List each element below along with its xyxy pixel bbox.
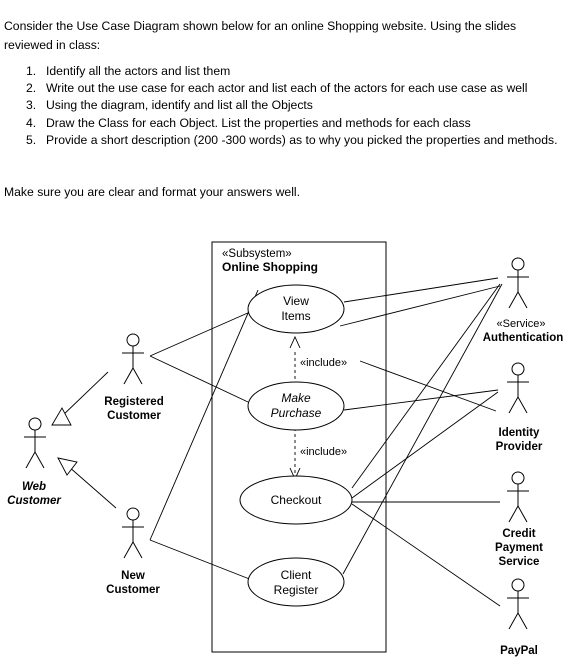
actor-stereotype: «Service»: [497, 318, 546, 330]
actor-authentication: [507, 257, 529, 309]
use-case-client-register: Client Register: [247, 557, 345, 607]
task-item: 3.Using the diagram, identify and list a…: [26, 98, 313, 113]
intro-paragraph: Consider the Use Case Diagram shown belo…: [4, 19, 517, 52]
actor-label: PayPal: [500, 645, 538, 657]
use-case-view-items: View Items: [247, 284, 345, 334]
svg-text:Register: Register: [274, 583, 319, 597]
actor-label: Registered: [104, 396, 163, 408]
task-item: 5.Provide a short description (200 -300 …: [26, 132, 558, 147]
task-list: 1.Identify all the actors and list them …: [26, 63, 557, 149]
task-item: 1.Identify all the actors and list them: [26, 64, 231, 78]
svg-text:View: View: [283, 294, 309, 308]
actor-label: Provider: [496, 441, 543, 453]
actor-label: New: [121, 570, 145, 582]
actor-new-customer: [122, 507, 144, 559]
actor-paypal: [507, 578, 529, 630]
svg-text:Items: Items: [281, 309, 310, 323]
actor-label: Customer: [107, 410, 161, 422]
svg-text:Checkout: Checkout: [271, 493, 322, 507]
task-item: 4.Draw the Class for each Object. List t…: [26, 115, 471, 130]
subsystem-boundary: [211, 241, 387, 653]
format-note: Make sure you are clear and format your …: [4, 185, 301, 199]
actor-label: Credit: [502, 528, 535, 540]
actor-label: Authentication: [483, 332, 564, 344]
svg-text:Client: Client: [281, 568, 312, 582]
include-label: «include»: [300, 446, 347, 458]
use-case-checkout: Checkout: [239, 475, 353, 525]
actor-label: Service: [499, 556, 540, 568]
actor-identity-provider: [507, 362, 529, 414]
include-label: «include»: [300, 357, 347, 369]
use-case-make-purchase: Make Purchase: [247, 381, 345, 431]
svg-text:Purchase: Purchase: [271, 406, 322, 420]
actor-label: Identity: [499, 427, 540, 439]
subsystem-stereotype: «Subsystem»: [222, 248, 292, 260]
actor-label: Customer: [7, 495, 61, 507]
actor-web-customer: [24, 417, 46, 469]
association-lines: [149, 277, 503, 607]
task-item: 2.Write out the use case for each actor …: [26, 81, 528, 96]
svg-text:Make: Make: [281, 391, 311, 405]
subsystem-name: Online Shopping: [222, 260, 318, 274]
generalization-arrows: [51, 371, 117, 509]
actor-label: Customer: [106, 584, 160, 596]
actor-credit-payment-service: [507, 471, 529, 523]
actor-label: Payment: [495, 542, 543, 554]
actor-label: Web: [22, 481, 46, 493]
actor-registered-customer: [122, 333, 144, 385]
